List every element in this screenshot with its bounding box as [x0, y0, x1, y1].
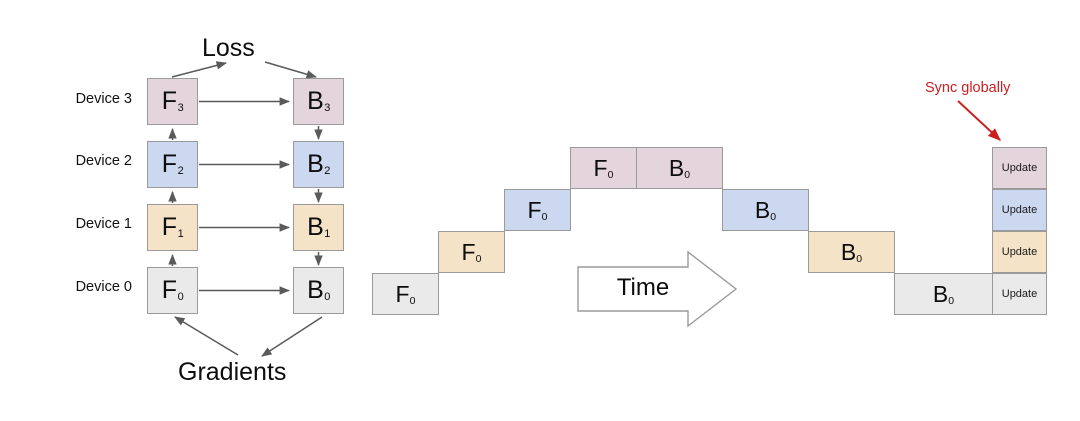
arrow-gradients-f0: [174, 316, 239, 356]
time-arrow: Time: [576, 250, 738, 328]
arrow-f3-loss: [171, 61, 228, 78]
timeline-forward-device3-glyph: F0: [593, 154, 614, 181]
node-forward-3-glyph: F3: [161, 87, 184, 115]
node-forward-1: F1: [147, 204, 198, 251]
arrow-sync-update: [957, 100, 1001, 141]
node-forward-2: F2: [147, 141, 198, 188]
timeline-forward-device2-glyph: F0: [527, 196, 548, 223]
timeline-forward-device1: F0: [438, 231, 505, 273]
device-label-0: Device 0: [75, 279, 132, 295]
update-block-device0: Update: [992, 273, 1047, 315]
update-block-device3: Update: [992, 147, 1047, 189]
node-backward-1-glyph: B1: [307, 213, 331, 241]
time-arrow-label: Time: [616, 274, 670, 301]
timeline-forward-device2: F0: [504, 189, 571, 231]
node-forward-2-glyph: F2: [161, 150, 184, 178]
timeline-backward-device2-glyph: B0: [754, 196, 777, 223]
sync-globally-label: Sync globally: [925, 80, 1011, 96]
update-block-device2: Update: [992, 189, 1047, 231]
loss-label: Loss: [202, 34, 255, 62]
node-backward-3: B3: [293, 78, 344, 125]
node-backward-0-glyph: B0: [307, 276, 331, 304]
node-backward-2: B2: [293, 141, 344, 188]
node-backward-3-glyph: B3: [307, 87, 331, 115]
node-forward-3: F3: [147, 78, 198, 125]
node-backward-0: B0: [293, 267, 344, 314]
timeline-forward-device0-glyph: F0: [395, 280, 416, 307]
node-backward-2-glyph: B2: [307, 150, 331, 178]
arrow-loss-b3: [264, 61, 318, 79]
timeline-forward-device0: F0: [372, 273, 439, 315]
timeline-backward-device3-glyph: B0: [668, 154, 691, 181]
node-backward-1: B1: [293, 204, 344, 251]
timeline-forward-device3: F0: [570, 147, 637, 189]
arrow-b0-gradients: [261, 316, 323, 357]
timeline-forward-device1-glyph: F0: [461, 238, 482, 265]
device-label-1: Device 1: [75, 216, 132, 232]
node-forward-0-glyph: F0: [161, 276, 184, 304]
gradients-label: Gradients: [178, 358, 287, 386]
timeline-backward-device2: B0: [722, 189, 809, 231]
timeline-backward-device3: B0: [636, 147, 723, 189]
device-label-2: Device 2: [75, 153, 132, 169]
timeline-backward-device1: B0: [808, 231, 895, 273]
timeline-backward-device1-glyph: B0: [840, 238, 863, 265]
timeline-backward-device0-glyph: B0: [932, 280, 955, 307]
node-forward-1-glyph: F1: [161, 213, 184, 241]
node-forward-0: F0: [147, 267, 198, 314]
device-label-3: Device 3: [75, 91, 132, 107]
timeline-backward-device0: B0: [894, 273, 993, 315]
update-block-device1: Update: [992, 231, 1047, 273]
